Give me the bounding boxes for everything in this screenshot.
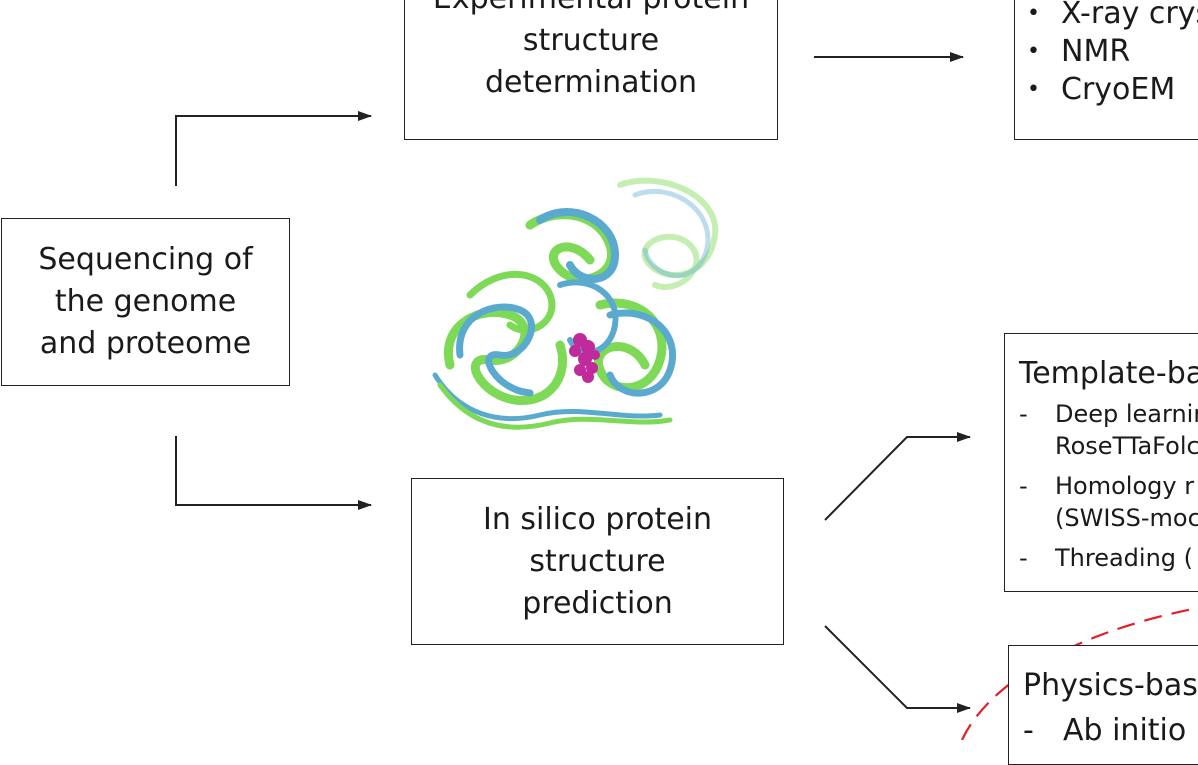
sequencing-line-1: Sequencing of <box>38 242 253 277</box>
template-method-item: - Deep learnir RoseTTaFolc <box>1019 398 1198 462</box>
method-label: NMR <box>1061 34 1131 69</box>
template-method-item: - Threading ( <box>1019 542 1198 574</box>
experimental-methods-box: • X-ray crys • NMR • CryoEM <box>1014 0 1198 140</box>
experimental-line-2: structure <box>522 23 660 58</box>
physics-based-box: Physics-basc - Ab initio <box>1008 645 1198 765</box>
template-based-box: Template-ba - Deep learnir RoseTTaFolc -… <box>1004 333 1198 592</box>
protein-ribbon-faint <box>617 177 719 290</box>
protein-ribbon-faint <box>632 188 711 278</box>
method-item: • X-ray crys <box>1027 0 1198 33</box>
bullet-icon: • <box>1027 1 1040 26</box>
experimental-methods-list: • X-ray crys • NMR • CryoEM <box>1027 0 1198 109</box>
bullet-icon: • <box>1027 77 1040 102</box>
bullet-icon: • <box>1027 39 1040 64</box>
template-method-line: Homology r <box>1055 472 1195 500</box>
template-method-line: (SWISS-moc <box>1055 504 1198 532</box>
method-item: • NMR <box>1027 33 1198 71</box>
template-method-line: Threading ( <box>1055 544 1194 572</box>
ligand-molecule <box>569 333 600 383</box>
arrow-insilico-to-template <box>824 432 971 521</box>
dash-icon: - <box>1019 400 1028 428</box>
template-method-line: RoseTTaFolc <box>1055 432 1198 460</box>
protein-ribbon-green <box>466 270 556 334</box>
protein-ribbon-blue <box>536 208 619 283</box>
sequencing-box: Sequencing of the genome and proteome <box>1 218 290 386</box>
insilico-prediction-box: In silico protein structure prediction <box>411 478 784 645</box>
template-method-line: Deep learnir <box>1055 400 1198 428</box>
dash-icon: - <box>1019 544 1028 572</box>
experimental-structure-box: Experimental protein structure determina… <box>404 0 778 140</box>
template-based-title: Template-ba <box>1019 356 1198 391</box>
method-item: • CryoEM <box>1027 71 1198 109</box>
protein-ribbon-blue <box>432 372 663 422</box>
physics-method-label: Ab initio <box>1063 713 1187 748</box>
insilico-line-3: prediction <box>522 585 673 621</box>
protein-ribbon-green <box>437 382 673 430</box>
method-label: X-ray crys <box>1061 0 1198 31</box>
insilico-line-2: structure <box>529 543 666 579</box>
physics-method-item: - Ab initio <box>1023 712 1186 750</box>
protein-ribbon-blue <box>606 309 676 397</box>
arrow-sequencing-to-insilico <box>175 436 372 510</box>
template-methods-list: - Deep learnir RoseTTaFolc - Homology r … <box>1019 398 1198 582</box>
protein-structure-image <box>432 177 719 430</box>
sequencing-line-3: and proteome <box>39 326 252 361</box>
template-method-item: - Homology r (SWISS-moc <box>1019 470 1198 534</box>
dash-icon: - <box>1019 472 1028 500</box>
arrow-insilico-to-physics <box>824 625 971 713</box>
physics-methods-list: - Ab initio <box>1023 712 1186 758</box>
insilico-line-1: In silico protein <box>482 501 713 537</box>
method-label: CryoEM <box>1061 72 1176 107</box>
sequencing-line-2: the genome <box>54 284 237 319</box>
experimental-line-3: determination <box>485 65 697 100</box>
protein-ribbon-blue <box>456 303 535 397</box>
dash-icon: - <box>1023 713 1034 748</box>
physics-based-title: Physics-basc <box>1023 668 1198 703</box>
experimental-line-1: Experimental protein <box>433 0 749 20</box>
arrow-sequencing-to-experimental <box>175 111 372 186</box>
